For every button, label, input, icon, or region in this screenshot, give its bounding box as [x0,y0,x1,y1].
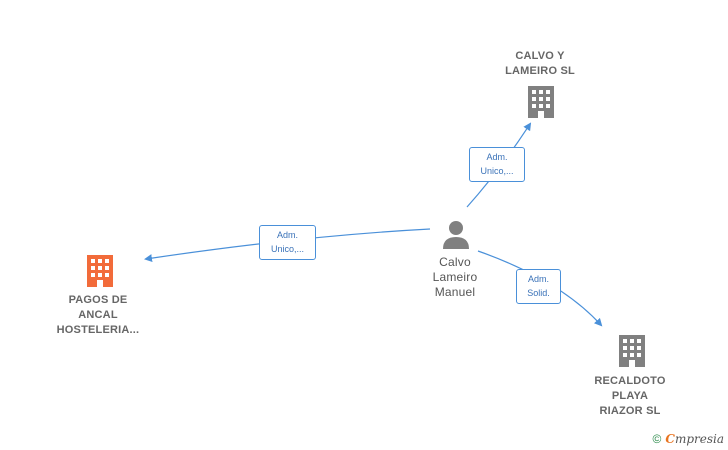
node-label-line: RECALDOTO [594,375,666,387]
edge-label-line: Solid. [527,288,550,298]
edge-label-line: Adm. [486,152,508,162]
node-label-line: PLAYA [611,390,649,402]
node-label-recaldoto[interactable]: RECALDOTO PLAYA RIAZOR SL [580,374,680,419]
edge-label-line: Adm. [276,230,298,240]
node-label-line: Lameiro [432,270,478,284]
node-label-line: RIAZOR SL [599,405,661,417]
node-label-line: HOSTELERIA... [56,324,140,336]
building-icon[interactable] [619,335,645,367]
edge-label-to-recaldoto[interactable]: Adm. Solid. [516,269,561,304]
node-label-pagos-de-ancal[interactable]: PAGOS DE ANCAL HOSTELERIA... [40,293,156,338]
node-label-line: Calvo [439,255,471,269]
node-label-line: ANCAL [78,309,118,321]
edge-label-line: Adm. [527,274,549,284]
person-icon[interactable] [443,221,469,249]
brand-logo-text: mpresia [674,432,724,446]
edge-label-line: Unico,... [270,244,304,254]
building-icon[interactable] [528,86,554,118]
edge-label-line: Unico,... [480,166,514,176]
copyright-icon: © [652,432,662,446]
brand-footer: © Cmpresia [653,432,724,446]
node-label-line: LAMEIRO SL [505,65,575,77]
brand-logo[interactable]: Cmpresia [665,432,724,446]
node-label-line: PAGOS DE [68,294,128,306]
edge-label-to-calvo[interactable]: Adm. Unico,... [469,147,525,182]
node-label-line: Manuel [434,285,476,299]
brand-logo-initial: C [665,432,675,446]
node-label-person[interactable]: Calvo Lameiro Manuel [415,255,495,300]
node-label-calvo-y-lameiro[interactable]: CALVO Y LAMEIRO SL [490,49,590,79]
node-label-line: CALVO Y [515,50,565,62]
building-icon-highlight[interactable] [87,255,113,287]
edge-label-to-pagos[interactable]: Adm. Unico,... [259,225,316,260]
